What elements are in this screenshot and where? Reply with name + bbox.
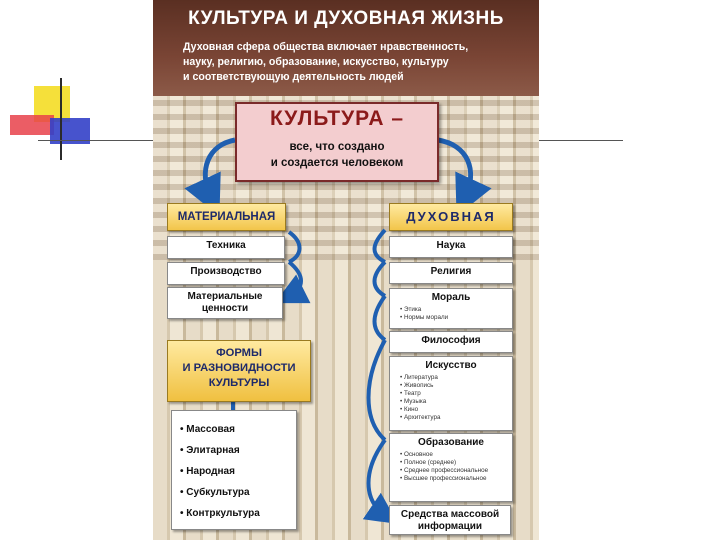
spiritual-sublist: Основное Полное (среднее) Среднее профес… — [390, 451, 512, 483]
spiritual-item-label: Философия — [390, 335, 512, 347]
material-heading: МАТЕРИАЛЬНАЯ — [167, 203, 286, 231]
forms-heading-line: ФОРМЫ — [168, 346, 310, 361]
spiritual-sublist: Литература Живопись Театр Музыка Кино Ар… — [390, 374, 512, 422]
poster: КУЛЬТУРА И ДУХОВНАЯ ЖИЗНЬ Духовная сфера… — [153, 0, 539, 540]
spiritual-item: Философия — [389, 331, 513, 353]
material-item-label: Материальные ценности — [178, 291, 272, 315]
sublist-item: Основное — [400, 451, 512, 459]
sublist-item: Этика — [400, 306, 512, 314]
sublist-item: Кино — [400, 406, 512, 414]
spiritual-item: Религия — [389, 262, 513, 284]
culture-form-item: Контркультура — [180, 503, 296, 524]
material-item-label: Производство — [168, 266, 284, 278]
culture-form-item: Народная — [180, 461, 296, 482]
culture-form-item: Массовая — [180, 419, 296, 440]
spiritual-item: Искусство Литература Живопись Театр Музы… — [389, 356, 513, 431]
sublist-item: Живопись — [400, 382, 512, 390]
sublist-item: Высшее профессиональное — [400, 475, 512, 483]
culture-form-item: Элитарная — [180, 440, 296, 461]
forms-heading-line: КУЛЬТУРЫ — [168, 376, 310, 391]
spiritual-item: Образование Основное Полное (среднее) Ср… — [389, 433, 513, 502]
arrow-spiritual-chain — [369, 230, 386, 515]
spiritual-sublist: Этика Нормы морали — [390, 306, 512, 322]
sublist-item: Театр — [400, 390, 512, 398]
spiritual-heading: ДУХОВНАЯ — [389, 203, 513, 231]
sublist-item: Полное (среднее) — [400, 459, 512, 467]
material-item: Производство — [167, 262, 285, 285]
culture-desc-line: все, что создано — [237, 139, 437, 155]
culture-description: все, что создано и создается человеком — [237, 139, 437, 171]
culture-desc-line: и создается человеком — [237, 155, 437, 171]
decor-vertical-line — [60, 78, 62, 160]
sublist-item: Архитектура — [400, 414, 512, 422]
spiritual-item-label: Мораль — [390, 292, 512, 304]
spiritual-item: Наука — [389, 236, 513, 258]
spiritual-item: Средства массовой информации — [389, 505, 511, 535]
material-item-label: Техника — [168, 240, 284, 252]
spiritual-item-label: Образование — [390, 437, 512, 449]
culture-forms-list: Массовая Элитарная Народная Субкультура … — [171, 410, 297, 530]
material-item: Техника — [167, 236, 285, 259]
culture-title: КУЛЬТУРА – — [237, 107, 437, 131]
sublist-item: Нормы морали — [400, 314, 512, 322]
spiritual-item-label: Религия — [390, 266, 512, 278]
spiritual-item-label: Средства массовой информации — [394, 509, 506, 533]
spiritual-item: Мораль Этика Нормы морали — [389, 288, 513, 329]
decor-red-bar — [10, 115, 54, 135]
forms-heading: ФОРМЫ И РАЗНОВИДНОСТИ КУЛЬТУРЫ — [167, 340, 311, 402]
spiritual-item-label: Искусство — [390, 360, 512, 372]
sublist-item: Литература — [400, 374, 512, 382]
spiritual-item-label: Наука — [390, 240, 512, 252]
arrow-material-chain — [289, 232, 301, 296]
culture-definition-box: КУЛЬТУРА – все, что создано и создается … — [235, 102, 439, 182]
arrow-to-material — [205, 140, 235, 198]
culture-form-item: Субкультура — [180, 482, 296, 503]
sublist-item: Среднее профессиональное — [400, 467, 512, 475]
arrow-to-spiritual — [438, 140, 471, 198]
sublist-item: Музыка — [400, 398, 512, 406]
forms-heading-line: И РАЗНОВИДНОСТИ — [168, 361, 310, 376]
material-item: Материальные ценности — [167, 287, 283, 319]
